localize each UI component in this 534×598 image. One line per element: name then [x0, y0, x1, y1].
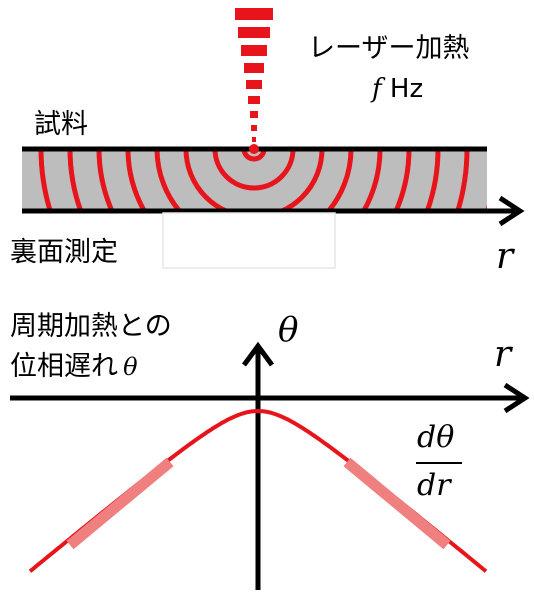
laser-heating-label: レーザー加熱: [308, 33, 470, 64]
laser-dash: [244, 63, 264, 73]
r-axis-top-arrow-icon: [498, 195, 525, 227]
phase-lag-label-line1: 周期加熱との: [10, 311, 172, 342]
slope-fit-left: [66, 457, 174, 550]
laser-dash: [246, 80, 262, 89]
frequency-symbol: f: [372, 74, 382, 104]
laser-spot: [249, 144, 259, 154]
sample-label: 試料: [34, 109, 88, 140]
r-axis-bottom-arrow-icon: [503, 382, 530, 414]
theta-axis-label: θ: [278, 310, 299, 350]
back-measurement-label: 裏面測定: [10, 237, 118, 268]
laser-dash: [235, 8, 273, 20]
phase-lag-text: 位相遅れ: [10, 351, 118, 382]
derivative-denominator: dr: [417, 468, 451, 503]
derivative-numerator: dθ: [417, 420, 455, 455]
phase-lag-symbol: θ: [123, 353, 138, 381]
laser-dash: [251, 125, 257, 131]
wave-front-arc: [183, 149, 325, 209]
wave-front-arc: [212, 149, 296, 191]
detector-box: [162, 212, 336, 269]
wave-front-arc: [241, 149, 267, 162]
thermal-wave-fronts: [22, 149, 487, 209]
frequency-label: f Hz: [372, 74, 423, 104]
laser-dash: [252, 137, 256, 142]
laser-dash: [241, 45, 267, 56]
frequency-unit: Hz: [389, 74, 424, 104]
phase-lag-label-line2: 位相遅れ θ: [10, 344, 138, 383]
theta-axis-arrow-icon: [241, 341, 275, 367]
r-axis-top-label: r: [496, 236, 514, 277]
laser-dash: [238, 27, 270, 38]
laser-beam: [235, 8, 273, 142]
wave-front-arc: [154, 149, 354, 209]
laser-dash: [248, 96, 260, 104]
wave-front-arc: [125, 149, 383, 209]
r-axis-bottom-label: r: [494, 334, 512, 375]
laser-dash: [250, 111, 258, 118]
slope-fit-right: [343, 457, 451, 550]
